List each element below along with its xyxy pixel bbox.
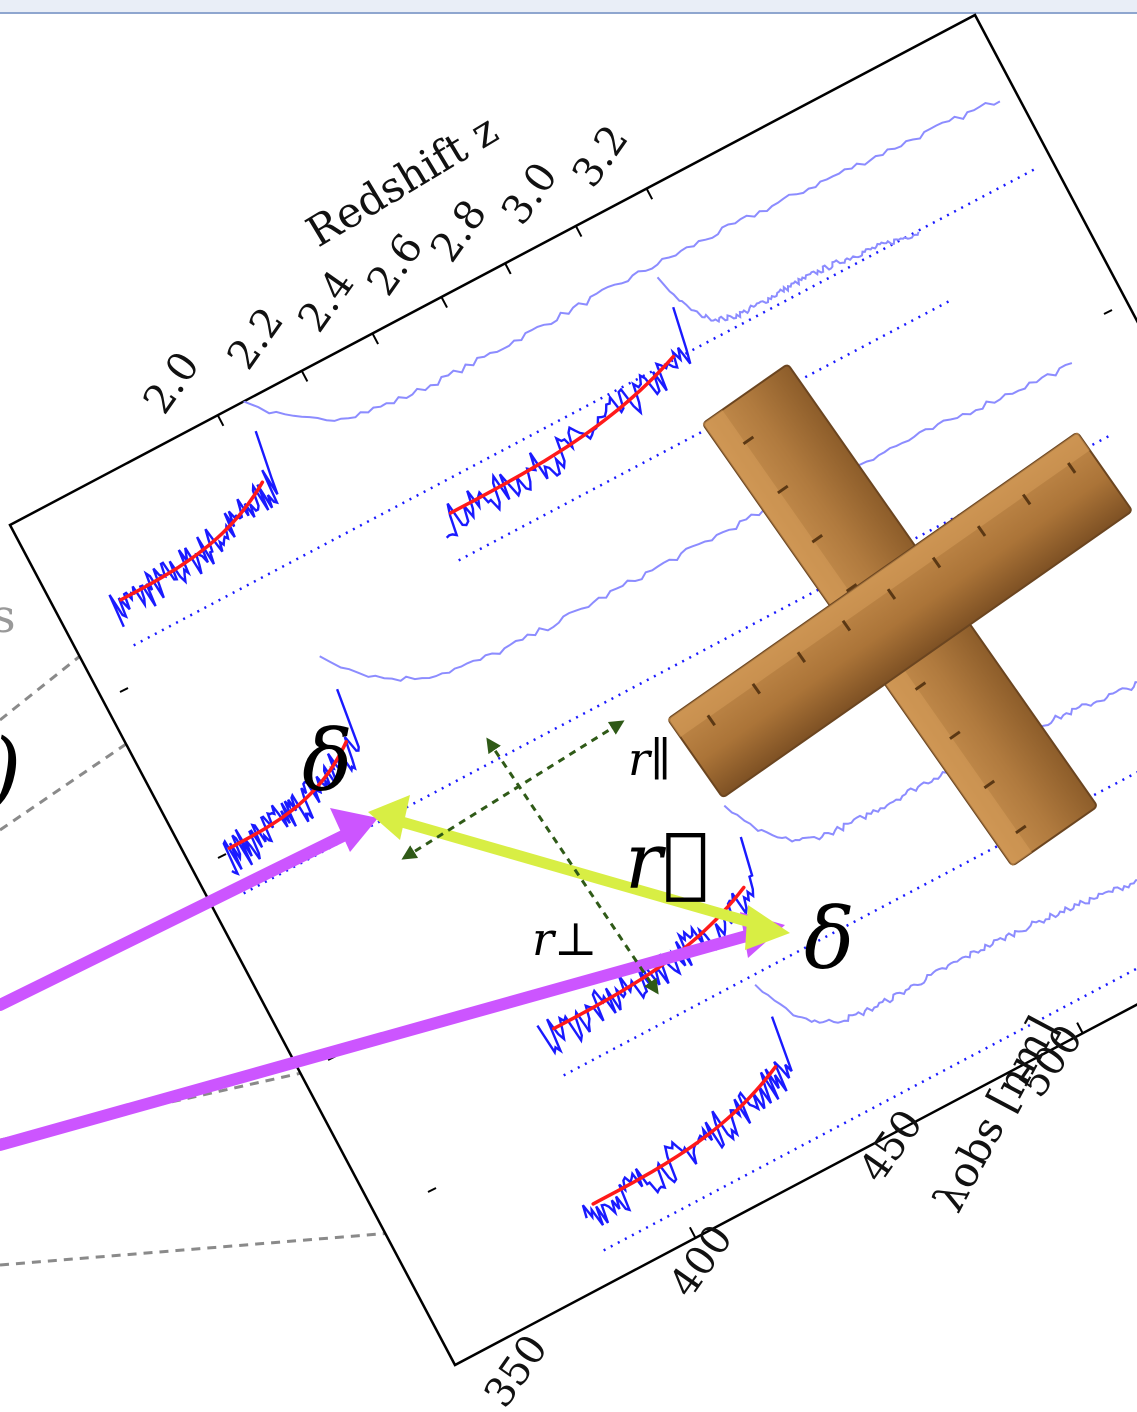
wavelength-tick [448,1353,456,1366]
quasar-continuum [754,879,1137,1024]
redshift-tick [440,296,448,309]
lyman-alpha-forest [581,1016,793,1226]
window-top-border [0,0,1137,14]
pointer-arrowhead-upper [330,808,378,852]
delta-right-label: δ [804,890,855,988]
crossed-rulers-icon [667,364,1132,866]
wavelength-tick [890,1120,898,1132]
continuum-fit [591,1065,778,1206]
left-edge-text-paren: ) [0,721,22,821]
redshift-tick-label: 3.0 [493,155,567,234]
wavelength-axis [448,1022,1084,1366]
wavelength-tick [1076,1022,1084,1034]
sight-line-2 [0,528,441,832]
left-edge-text-s: s [0,589,16,643]
redshift-tick [216,414,225,427]
r-perp-arrow [486,737,659,995]
redshift-tick [645,188,654,200]
continuum-fit [227,739,348,850]
lyman-alpha-forest [222,688,360,876]
wavelength-tick [688,1226,697,1239]
pointer-arrow-upper [0,829,351,1011]
redshift-tick-label: 2.0 [135,344,209,423]
quasar-continuum [238,100,1001,422]
r-parallel-label: r∥ [628,732,671,786]
quasar-continuum [319,362,1073,682]
continuum-fit [448,354,676,515]
redshift-tick [504,262,512,275]
redshift-tick [371,332,379,345]
continuum-fit [119,480,265,602]
redshift-tick-label: 2.8 [422,192,496,271]
spectrum [108,100,1037,647]
plot-frame [8,13,1137,1367]
redshift-tick-label: 2.6 [358,226,432,305]
separation-vector-label: r⃗ [625,817,709,907]
delta-left-label: δ [302,712,353,810]
zero-flux-line [133,167,1037,647]
lyman-alpha-forest [108,430,280,628]
redshift-axis [216,188,654,427]
left-edge-ticks [119,309,1113,1193]
spectrum [581,879,1137,1252]
sight-line-3 [0,1018,541,1142]
quasar-continuum [656,231,920,324]
redshift-tick [574,225,583,238]
redshift-tick-label: 2.2 [219,299,293,378]
lyman-alpha-forest [445,306,692,539]
redshift-tick-label: 2.4 [289,262,363,341]
r-perp-label: r⊥ [532,912,597,966]
r-components [401,720,659,995]
redshift-tick-label: 3.2 [563,117,637,196]
redshift-tick [300,370,309,382]
